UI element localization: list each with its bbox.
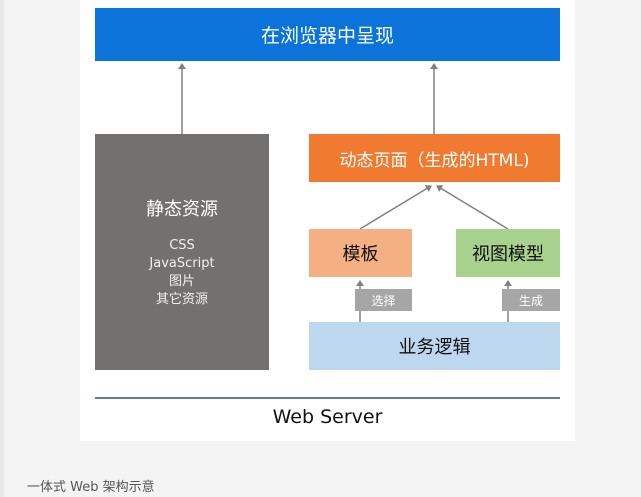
static-resources-box: 静态资源 CSS JavaScript 图片 其它资源	[95, 134, 269, 370]
select-tag: 选择	[355, 289, 412, 311]
dynamic-page-label: 动态页面（生成的HTML)	[339, 150, 530, 171]
dynamic-page-box: 动态页面（生成的HTML)	[309, 134, 560, 182]
business-logic-box: 业务逻辑	[309, 322, 560, 370]
generate-tag: 生成	[502, 289, 560, 311]
business-logic-label: 业务逻辑	[398, 337, 471, 358]
template-label: 模板	[342, 244, 379, 265]
page-edge	[0, 0, 4, 497]
browser-box: 在浏览器中呈现	[95, 8, 560, 61]
viewmodel-box: 视图模型	[456, 229, 560, 277]
figure-caption: 一体式 Web 架构示意	[27, 480, 155, 495]
template-box: 模板	[309, 229, 412, 277]
arrow-template-to-dynamic	[359, 185, 432, 230]
server-divider	[95, 397, 560, 399]
web-server-label: Web Server	[272, 406, 383, 428]
static-item-other: 其它资源	[155, 292, 208, 307]
browser-label: 在浏览器中呈现	[260, 25, 394, 47]
static-item-images: 图片	[168, 274, 195, 289]
static-item-javascript: JavaScript	[149, 256, 215, 271]
static-item-css: CSS	[169, 238, 195, 253]
viewmodel-label: 视图模型	[472, 244, 544, 265]
static-resources-list: CSS JavaScript 图片 其它资源	[149, 237, 214, 309]
arrow-viewmodel-to-dynamic	[436, 185, 509, 230]
static-resources-title: 静态资源	[146, 199, 218, 220]
